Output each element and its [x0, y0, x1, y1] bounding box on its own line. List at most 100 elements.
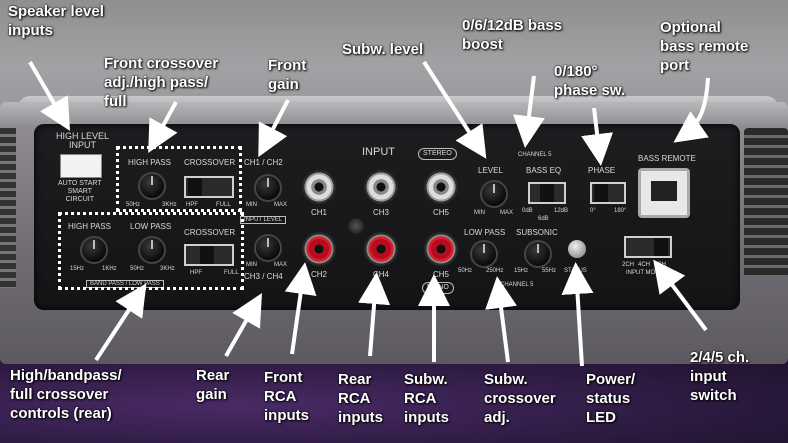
- front-crossover-switch[interactable]: [184, 176, 234, 198]
- channel5-bottom-label: CHANNEL 5: [500, 282, 534, 288]
- heatsink-fins-left: [0, 128, 16, 288]
- front-gain-max-label: MAX: [274, 202, 288, 208]
- label-subw-rca: Subw. RCA inputs: [404, 371, 449, 426]
- front-50hz-label: 50Hz: [126, 202, 141, 208]
- label-rear-rca: Rear RCA inputs: [338, 371, 383, 426]
- label-subw-level: Subw. level: [342, 41, 424, 58]
- ch3-ch4-label: CH3 / CH4: [244, 272, 283, 281]
- bass-remote-port[interactable]: [638, 168, 690, 218]
- status-led: [568, 240, 586, 258]
- ch3-label: CH3: [373, 208, 390, 217]
- ch4-label: CH4: [373, 270, 390, 279]
- bass-remote-label: BASS REMOTE: [638, 154, 696, 163]
- level-label: LEVEL: [478, 166, 503, 175]
- rca-ch3[interactable]: [364, 170, 398, 204]
- sub-low-pass-knob[interactable]: [470, 240, 498, 268]
- front-high-pass-label: HIGH PASS: [128, 158, 171, 167]
- sub-level-min-label: MIN: [474, 210, 485, 216]
- rca-ch5-bottom[interactable]: [424, 232, 458, 266]
- ch5-bottom-label: CH5: [433, 270, 450, 279]
- input-mode-2ch-label: 2CH: [622, 262, 635, 268]
- label-front-crossover: Front crossover adj./high pass/ full: [104, 55, 219, 110]
- sub-250hz-label: 250Hz: [486, 268, 504, 274]
- label-input-switch: 2/4/5 ch. input switch: [690, 349, 750, 404]
- heatsink-fins-right: [744, 128, 788, 278]
- ch1-ch2-label: CH1 / CH2: [244, 158, 283, 167]
- rca-ch2[interactable]: [302, 232, 336, 266]
- bass-eq-switch[interactable]: [528, 182, 566, 204]
- front-crossover-dotbox: [116, 146, 242, 212]
- stereo-badge: STEREO: [418, 148, 457, 160]
- phase-label: PHASE: [588, 166, 616, 175]
- phase-180-label: 180°: [614, 208, 627, 214]
- label-optional-remote: Optional bass remote port: [660, 19, 749, 74]
- front-high-pass-knob[interactable]: [138, 172, 166, 200]
- rear-1khz-label: 1KHz: [102, 266, 117, 272]
- screw: [348, 218, 364, 234]
- front-gain-knob[interactable]: [254, 174, 282, 202]
- bass-eq-12db-label: 12dB: [554, 208, 569, 214]
- rear-gain-max-label: MAX: [274, 262, 288, 268]
- label-front-gain: Front gain: [268, 57, 307, 93]
- phase-switch[interactable]: [590, 182, 626, 204]
- front-hpf-label: HPF: [186, 202, 198, 208]
- rear-hpf-label: HPF: [190, 270, 202, 276]
- rear-full-label: FULL: [224, 270, 239, 276]
- background-wall: [0, 0, 788, 110]
- ch2-label: CH2: [311, 270, 328, 279]
- rca-ch5-top[interactable]: [424, 170, 458, 204]
- label-phase-switch: 0/180° phase sw.: [554, 63, 626, 99]
- ch1-label: CH1: [311, 208, 328, 217]
- rear-gain-min-label: MIN: [246, 262, 257, 268]
- mono-badge: MONO: [422, 282, 454, 294]
- input-level-label: INPUT LEVEL: [240, 216, 287, 224]
- bass-eq-0db-label: 0dB: [522, 208, 533, 214]
- label-subw-crossover: Subw. crossover adj.: [484, 371, 556, 426]
- label-speaker-level: Speaker level inputs: [8, 3, 104, 39]
- front-gain-min-label: MIN: [246, 202, 257, 208]
- sub-55hz-label: 55Hz: [542, 268, 557, 274]
- sub-15hz-label: 15Hz: [514, 268, 529, 274]
- label-power-led: Power/ status LED: [586, 371, 636, 426]
- rear-crossover-switch[interactable]: [184, 244, 234, 266]
- front-full-label: FULL: [216, 202, 231, 208]
- ch5-top-label: CH5: [433, 208, 450, 217]
- sub-level-knob[interactable]: [480, 180, 508, 208]
- input-label: INPUT: [362, 146, 395, 158]
- label-front-rca: Front RCA inputs: [264, 369, 309, 424]
- bass-eq-label: BASS EQ: [526, 166, 562, 175]
- rear-15hz-label: 15Hz: [70, 266, 85, 272]
- input-mode-5ch-label: 5CH: [654, 262, 667, 268]
- sub-level-max-label: MAX: [500, 210, 514, 216]
- label-rear-crossover: High/bandpass/ full crossover controls (…: [10, 367, 122, 422]
- high-level-input-label: HIGH LEVEL INPUT: [56, 131, 110, 150]
- bass-eq-6db-label: 6dB: [538, 216, 549, 222]
- rear-low-pass-knob[interactable]: [138, 236, 166, 264]
- speaker-terminal[interactable]: [60, 154, 102, 178]
- rear-50hz-label: 50Hz: [130, 266, 145, 272]
- rear-gain-knob[interactable]: [254, 234, 282, 262]
- input-mode-4ch-label: 4CH: [638, 262, 651, 268]
- sub-50hz-label: 50Hz: [458, 268, 473, 274]
- rear-high-pass-label: HIGH PASS: [68, 222, 111, 231]
- front-crossover-label: CROSSOVER: [184, 158, 236, 167]
- purple-fabric: [0, 350, 788, 443]
- auto-start-label: AUTO START SMART CIRCUIT: [58, 180, 102, 203]
- rear-3khz-label: 3KHz: [160, 266, 175, 272]
- low-pass-label: LOW PASS: [464, 228, 506, 237]
- input-mode-label: INPUT MODE: [626, 270, 664, 276]
- rear-high-pass-knob[interactable]: [80, 236, 108, 264]
- rear-low-pass-label: LOW PASS: [130, 222, 172, 231]
- channel5-top-label: CHANNEL 5: [518, 152, 552, 158]
- front-3khz-label: 3KHz: [162, 202, 177, 208]
- rca-ch4[interactable]: [364, 232, 398, 266]
- subsonic-label: SUBSONIC: [516, 228, 558, 237]
- status-label: STATUS: [564, 268, 587, 274]
- subsonic-knob[interactable]: [524, 240, 552, 268]
- label-bass-boost: 0/6/12dB bass boost: [462, 17, 563, 53]
- rear-crossover-dotbox: [58, 212, 244, 290]
- label-rear-gain: Rear gain: [196, 367, 230, 403]
- rear-crossover-label: CROSSOVER: [184, 228, 236, 237]
- rca-ch1[interactable]: [302, 170, 336, 204]
- input-mode-switch[interactable]: [624, 236, 672, 258]
